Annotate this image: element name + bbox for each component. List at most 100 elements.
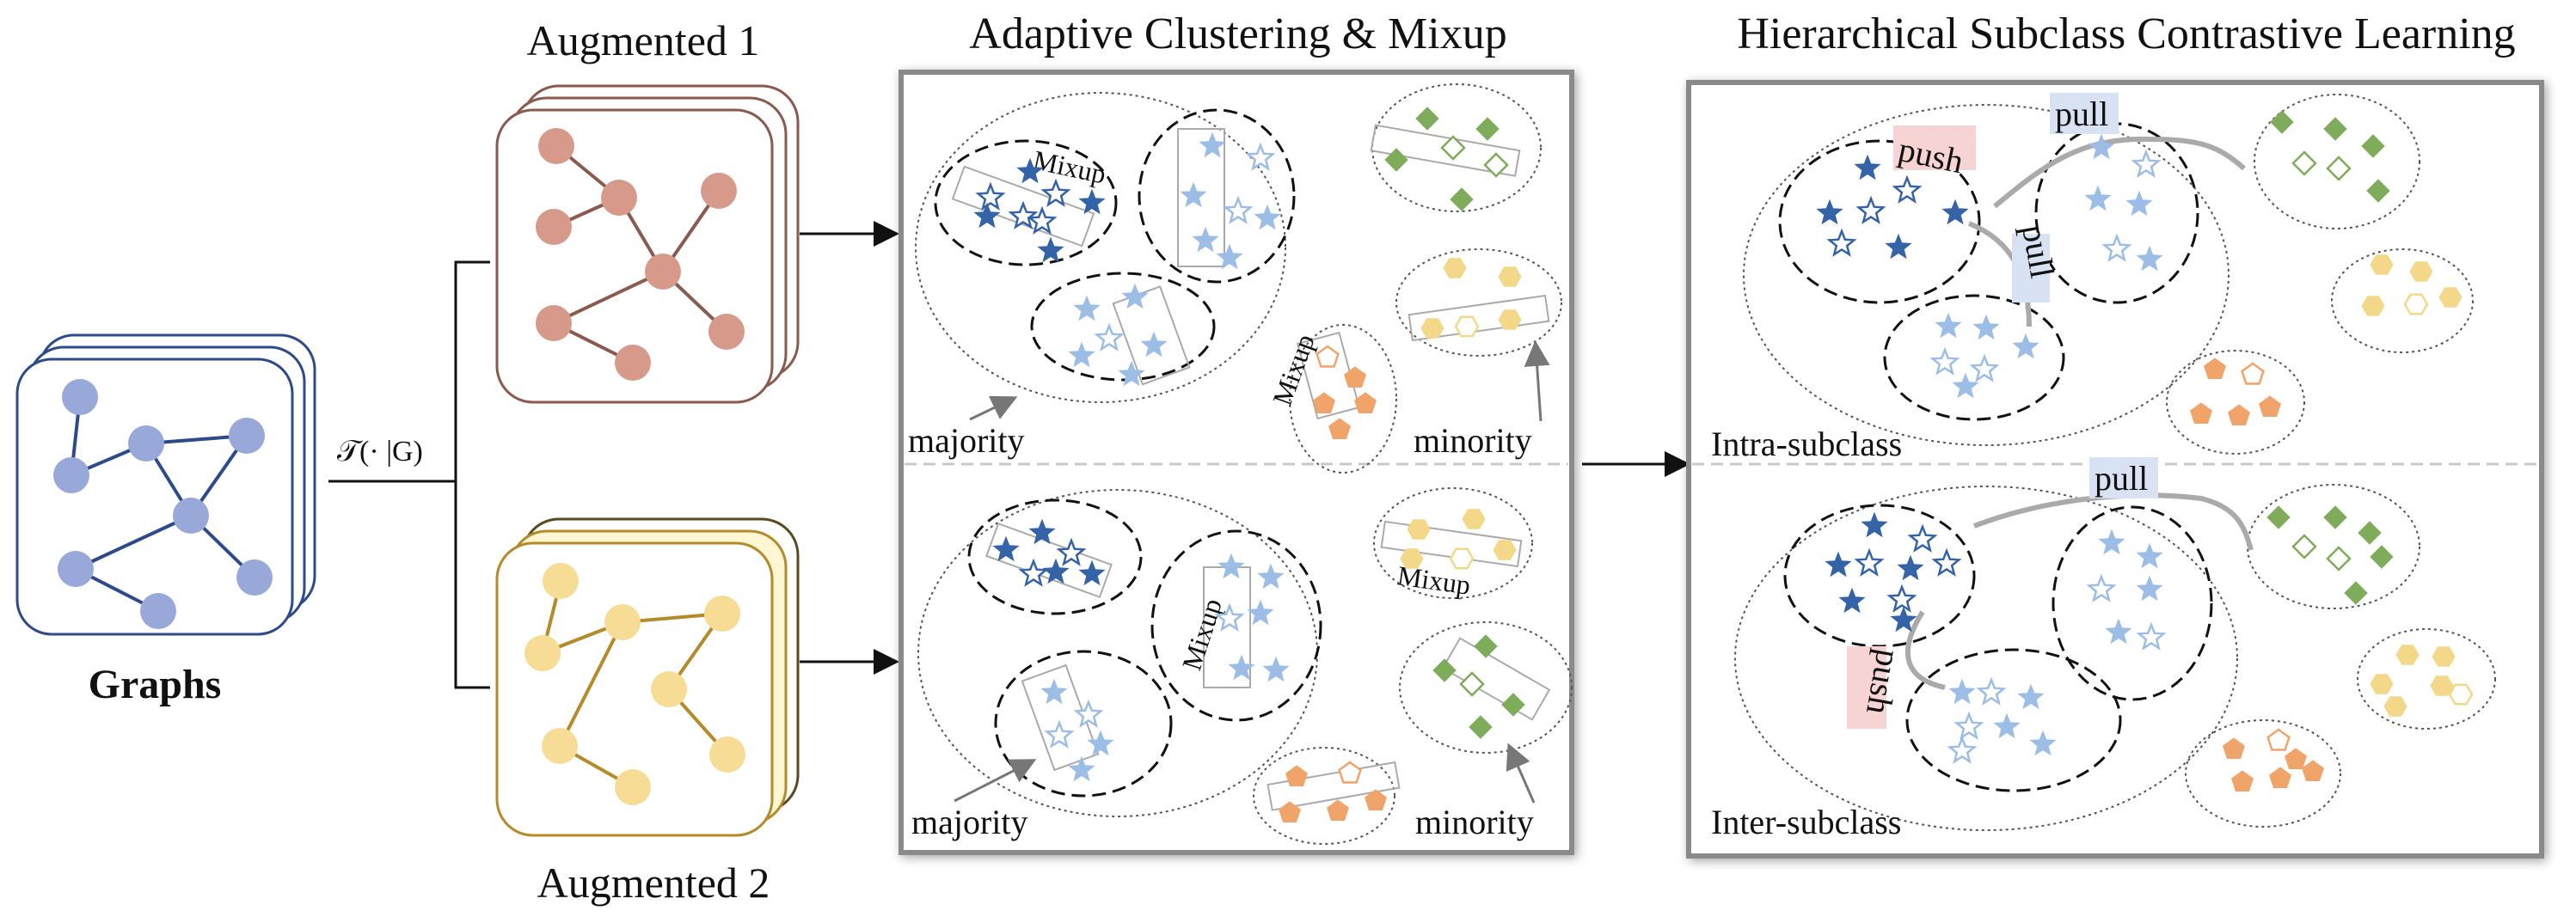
diamond-marker [1474, 634, 1498, 658]
diamond-marker [1432, 658, 1457, 682]
star-marker [1217, 553, 1245, 579]
hexagon-marker [2448, 683, 2474, 706]
star-marker [1929, 346, 1960, 376]
graph-nodes [53, 379, 273, 629]
pentagon-marker [2302, 760, 2324, 781]
pull-curve-top [1993, 136, 2246, 209]
star-marker [1042, 558, 1070, 584]
star-marker [2012, 333, 2039, 359]
minority-pentagon-rt [2166, 350, 2305, 455]
star-marker [1854, 547, 1885, 577]
hexagon-marker [2370, 254, 2394, 275]
graphs-label: Graphs [89, 662, 222, 707]
star-marker [1044, 719, 1075, 749]
star-marker [1214, 602, 1245, 632]
pentagon-marker [1344, 366, 1366, 388]
pentagon-marker [1365, 789, 1387, 810]
star-marker [1885, 233, 1912, 260]
star-marker [1969, 353, 2000, 382]
diamond-marker [2291, 150, 2317, 176]
star-marker [2088, 133, 2115, 160]
diamond-marker [2291, 534, 2317, 559]
star-marker [2029, 730, 2057, 756]
pentagon-marker [2241, 362, 2265, 385]
hexagon-marker [2430, 675, 2454, 696]
star-marker [2101, 233, 2132, 262]
pentagon-marker [2259, 395, 2281, 417]
minority-label-top: minority [1414, 421, 1532, 460]
star-marker [1254, 204, 1281, 230]
diamond-marker [1459, 671, 1485, 697]
star-marker [1228, 654, 1255, 681]
star-marker [1027, 205, 1058, 235]
majority-pointer-top [969, 395, 1018, 421]
hexagon-marker [1462, 509, 1486, 529]
star-marker [2131, 149, 2162, 178]
star-marker [1118, 360, 1145, 387]
star-marker [1040, 178, 1071, 207]
star-marker [1257, 563, 1285, 590]
push-curve-bottom [1905, 610, 1946, 690]
data-point-markers [973, 107, 2474, 822]
middle-panel-title: Adaptive Clustering & Mixup [969, 9, 1506, 58]
star-marker [2136, 245, 2163, 272]
pentagon-marker [1316, 345, 1340, 368]
hexagon-marker [1454, 315, 1480, 338]
star-marker [1037, 236, 1064, 263]
diamond-marker [1440, 135, 1466, 161]
right-top-half: push pull pull Intra-subclass [1711, 93, 2474, 463]
minority-pentagon-rb [2185, 719, 2341, 828]
augmented-2-stack [495, 517, 800, 837]
star-marker [1121, 283, 1149, 309]
star-marker [2105, 618, 2132, 645]
minority-cluster-diamond [1371, 83, 1542, 212]
diamond-marker [1415, 107, 1439, 131]
pentagon-marker [1354, 392, 1377, 413]
star-marker [1890, 606, 1917, 633]
majority-label-top: majority [908, 421, 1025, 460]
diamond-marker [1483, 152, 1509, 178]
diamond-marker [2370, 545, 2394, 569]
majority-cluster-rb [1734, 486, 2238, 831]
star-marker [1825, 551, 1852, 578]
star-marker [1078, 559, 1106, 586]
star-marker [1040, 678, 1068, 705]
hexagon-marker [1443, 258, 1467, 278]
augmentation-function: 𝒯(· |G) [337, 436, 423, 468]
star-marker [1056, 537, 1087, 566]
hexagon-marker [2395, 645, 2420, 665]
star-marker [1948, 678, 1976, 705]
star-marker [1953, 711, 1984, 740]
augmented-1-stack [495, 84, 800, 404]
star-marker [1886, 584, 1917, 613]
diamond-marker [1475, 117, 1500, 141]
diamond-marker [2344, 581, 2368, 605]
diamond-marker [2326, 156, 2352, 181]
star-marker [1094, 322, 1125, 351]
diamond-marker [2323, 505, 2347, 529]
star-marker [1140, 331, 1168, 358]
star-marker [1028, 518, 1056, 545]
inter-subclass-label: Inter-subclass [1711, 803, 1901, 841]
majority-cluster-rt [1743, 104, 2229, 446]
right-panel-title: Hierarchical Subclass Contrastive Learni… [1737, 9, 2515, 58]
majority-cluster [915, 92, 1286, 403]
star-marker [1892, 174, 1923, 204]
star-marker [1941, 199, 1969, 225]
star-marker [2098, 529, 2125, 555]
hexagon-marker [1498, 266, 1522, 287]
minority-label-bottom: minority [1415, 803, 1534, 841]
split-connector [328, 260, 490, 689]
star-marker [1816, 199, 1843, 225]
star-marker [1935, 312, 1962, 339]
hexagon-marker [1498, 309, 1522, 330]
hexagon-marker [1407, 519, 1431, 540]
star-marker [1861, 511, 1888, 538]
minority-cluster-hexagon [1395, 248, 1562, 357]
star-marker [1216, 243, 1243, 270]
diamond-marker [2366, 179, 2390, 203]
pentagon-marker [2190, 402, 2212, 424]
pentagon-marker [2231, 770, 2254, 792]
star-marker [1223, 195, 1254, 224]
star-marker [1972, 314, 2000, 340]
